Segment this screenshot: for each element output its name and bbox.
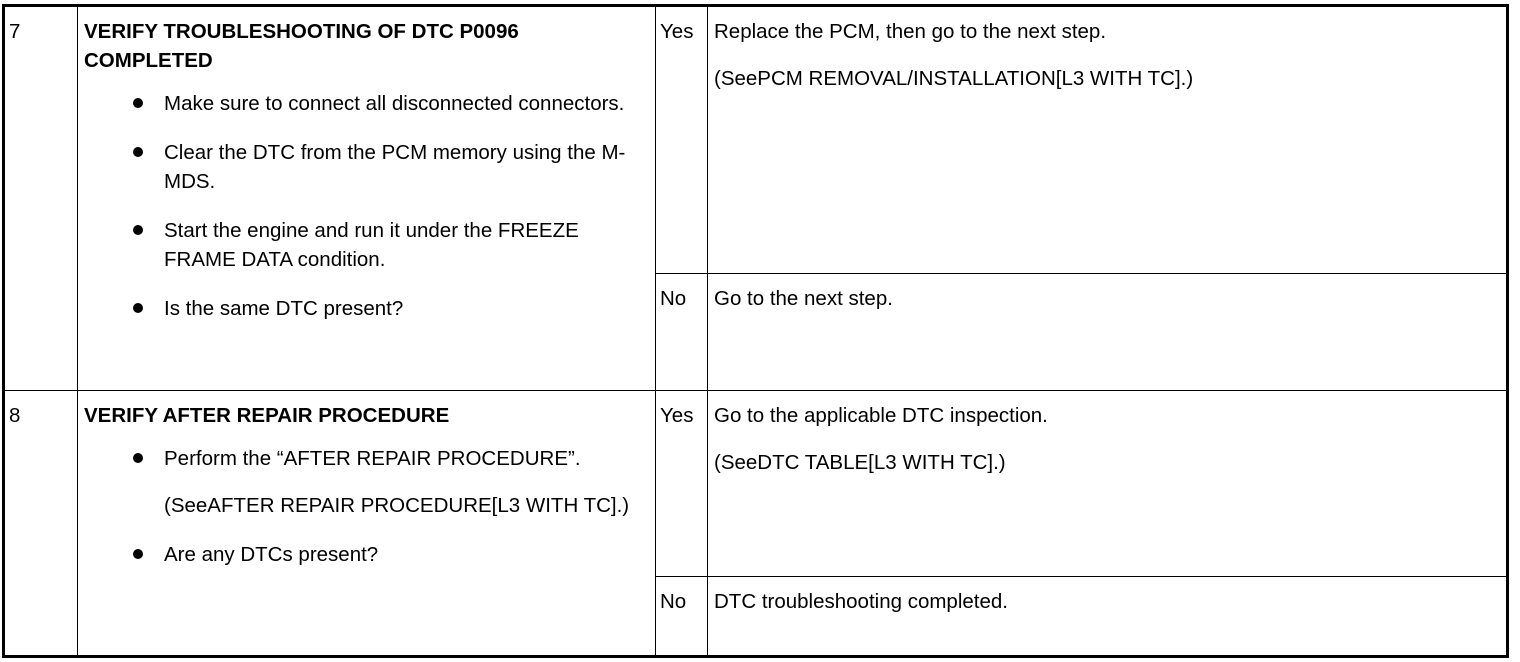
result-text: Go to the applicable DTC inspection. [714, 404, 1048, 427]
bullet-icon [133, 147, 143, 157]
bullet-text: Start the engine and run it under the FR… [164, 219, 579, 271]
bullet-text: Clear the DTC from the PCM memory using … [164, 141, 626, 193]
result-text: Go to the next step. [714, 287, 893, 310]
reference-link[interactable]: (SeeAFTER REPAIR PROCEDURE[L3 WITH TC].) [164, 494, 630, 517]
result-yes-detail: Replace the PCM, then go to the next ste… [707, 5, 1508, 274]
bullet-icon [133, 549, 143, 559]
bullet-text: Are any DTCs present? [164, 543, 379, 566]
bullet-icon [133, 303, 143, 313]
troubleshooting-table: 7 VERIFY TROUBLESHOOTING OF DTC P0096 CO… [2, 4, 1509, 658]
result-yes-label: Yes [655, 5, 708, 274]
step-title: VERIFY TROUBLESHOOTING OF DTC P0096 COMP… [84, 20, 519, 72]
table-row: No Go to the next step. [4, 273, 1508, 391]
result-text: Replace the PCM, then go to the next ste… [714, 20, 1107, 43]
list-item: Make sure to connect all disconnected co… [84, 89, 649, 118]
list-item: Is the same DTC present? [84, 294, 649, 323]
table-row: 8 VERIFY AFTER REPAIR PROCEDURE Perform … [3, 390, 1508, 657]
result-no-detail: DTC troubleshooting completed. [707, 576, 1508, 657]
result-yes-label: Yes [655, 390, 708, 577]
bullet-list: Perform the “AFTER REPAIR PROCEDURE”. (Se… [84, 444, 649, 569]
result-text: DTC troubleshooting completed. [714, 590, 1008, 613]
table-row: 7 VERIFY TROUBLESHOOTING OF DTC P0096 CO… [3, 5, 1508, 391]
action-cell: VERIFY TROUBLESHOOTING OF DTC P0096 COMP… [77, 5, 656, 391]
list-item: Perform the “AFTER REPAIR PROCEDURE”. (Se… [84, 444, 649, 520]
step-number: 7 [3, 5, 78, 391]
list-item: Clear the DTC from the PCM memory using … [84, 138, 649, 196]
result-no-label: No [655, 576, 708, 657]
result-yes-detail: Go to the applicable DTC inspection. (Se… [707, 390, 1508, 577]
action-cell: VERIFY AFTER REPAIR PROCEDURE Perform th… [77, 390, 656, 657]
reference-link[interactable]: (SeePCM REMOVAL/INSTALLATION[L3 WITH TC]… [714, 67, 1194, 90]
bullet-text: Make sure to connect all disconnected co… [164, 92, 625, 115]
bullet-icon [133, 453, 143, 463]
list-item: Are any DTCs present? [84, 540, 649, 569]
reference-link[interactable]: (SeeDTC TABLE[L3 WITH TC].) [714, 451, 1006, 474]
table-row: No DTC troubleshooting completed. [4, 576, 1508, 657]
step-number: 8 [3, 390, 78, 657]
bullet-list: Make sure to connect all disconnected co… [84, 89, 649, 323]
result-no-label: No [655, 273, 708, 391]
bullet-icon [133, 98, 143, 108]
step-title: VERIFY AFTER REPAIR PROCEDURE [84, 404, 450, 427]
bullet-text: Is the same DTC present? [164, 297, 404, 320]
bullet-icon [133, 225, 143, 235]
result-no-detail: Go to the next step. [707, 273, 1508, 391]
list-item: Start the engine and run it under the FR… [84, 216, 649, 274]
bullet-text: Perform the “AFTER REPAIR PROCEDURE”. [164, 447, 581, 470]
